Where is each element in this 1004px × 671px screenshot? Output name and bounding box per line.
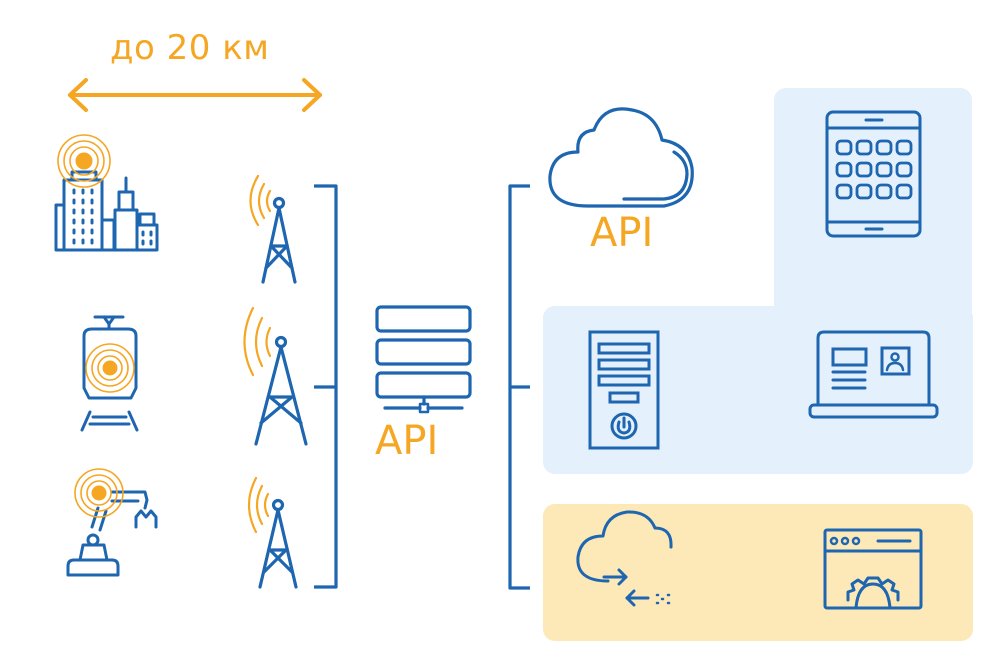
industrial-robot-sensor-icon — [66, 468, 158, 577]
server-stack-icon — [375, 305, 472, 414]
client-panel-devices — [543, 306, 973, 474]
client-panel-tablet — [774, 88, 972, 318]
client-panel-cloud-services — [543, 504, 973, 641]
train-sensor-icon — [80, 315, 139, 432]
tablet-icon — [825, 110, 922, 238]
client-bracket — [508, 184, 530, 590]
distance-label: до 20 км — [110, 28, 270, 68]
laptop-profile-icon — [808, 330, 939, 419]
radio-tower-icon-3 — [247, 476, 298, 589]
server-api-label: API — [375, 418, 439, 464]
cloud-sync-icon — [576, 510, 673, 607]
cloud-api-label: API — [590, 210, 654, 256]
cloud-icon — [548, 107, 694, 208]
browser-gear-icon — [823, 528, 923, 610]
radio-tower-icon-2 — [243, 306, 308, 446]
tower-bracket — [314, 184, 338, 589]
double-arrow-icon — [68, 78, 322, 112]
city-sensor-icon — [54, 134, 159, 252]
desktop-tower-icon — [588, 330, 660, 450]
radio-tower-icon-1 — [249, 174, 297, 284]
